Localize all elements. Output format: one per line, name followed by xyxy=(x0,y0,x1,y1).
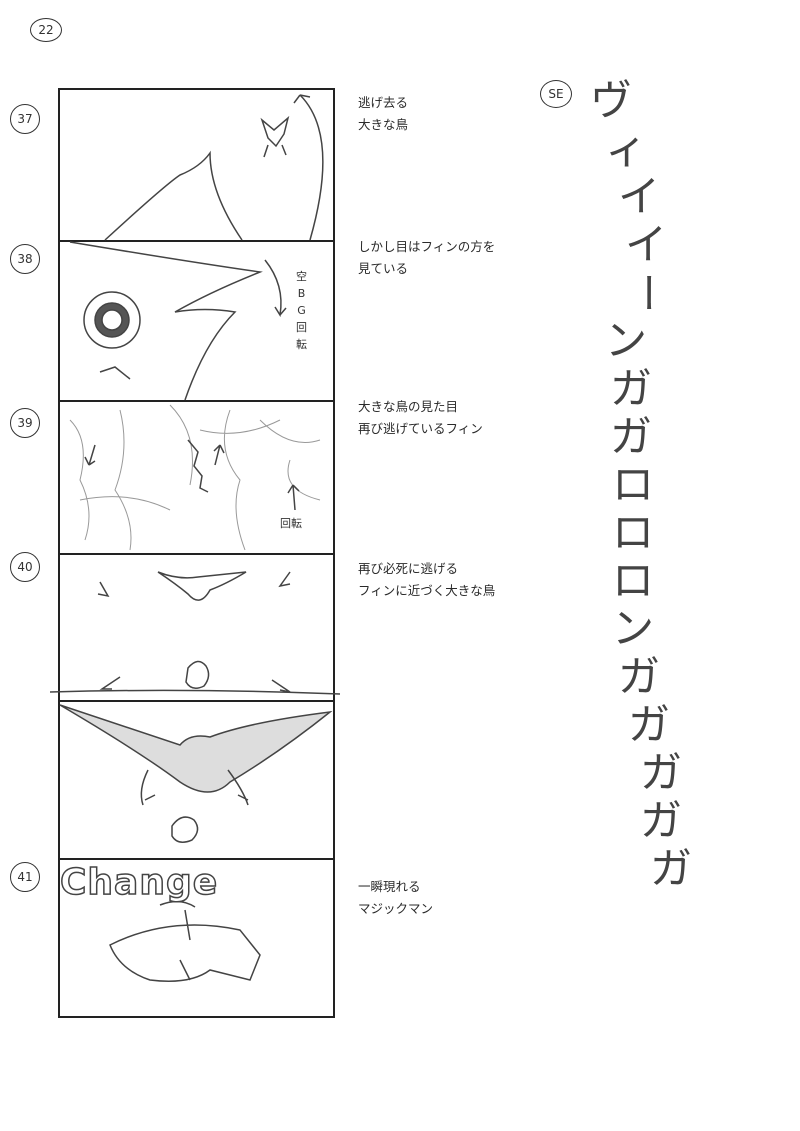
se-char: ガ xyxy=(640,796,683,845)
panel-annotation: 回転 xyxy=(280,517,302,530)
se-char: イ xyxy=(625,220,668,269)
cut-number: 39 xyxy=(10,408,40,438)
se-char: ガ xyxy=(628,700,671,749)
se-char: イ xyxy=(618,172,661,221)
cut-number: 37 xyxy=(10,104,40,134)
motion-arrow xyxy=(293,94,324,241)
se-char: ヴ xyxy=(590,76,633,125)
rotate-arrow xyxy=(264,259,287,318)
bird-head-sketch xyxy=(69,241,263,401)
bird-approaching xyxy=(157,571,247,601)
note-line: 見ている xyxy=(358,261,409,276)
panel-cut-41 xyxy=(58,858,335,1018)
ground-line xyxy=(49,689,341,695)
se-char: ガ xyxy=(650,844,693,893)
note-line: マジックマン xyxy=(358,901,434,916)
magic-man-sketch xyxy=(109,900,261,982)
note-line: 一瞬現れる xyxy=(358,879,421,894)
se-char: ー xyxy=(622,272,671,314)
fin-sketch xyxy=(187,439,209,493)
change-title: Change xyxy=(59,861,219,904)
se-char: ロ xyxy=(612,556,655,605)
cut-number: 41 xyxy=(10,862,40,892)
cut-note: しかし目はフィンの方を見ている xyxy=(358,236,495,280)
note-line: 大きな鳥の見た目 xyxy=(358,399,459,414)
se-char: ロ xyxy=(612,460,655,509)
bird-sketch xyxy=(260,115,290,158)
cut-note: 一瞬現れるマジックマン xyxy=(358,876,433,920)
big-bird-talons xyxy=(140,769,249,806)
cut-note: 大きな鳥の見た目再び逃げているフィン xyxy=(358,396,483,440)
note-line: しかし目はフィンの方を xyxy=(358,239,496,254)
se-char: ガ xyxy=(640,748,683,797)
note-line: フィンに近づく大きな鳥 xyxy=(358,583,496,598)
cut-note: 逃げ去る大きな鳥 xyxy=(358,92,408,136)
fin-small xyxy=(185,660,210,689)
motion-arrows xyxy=(97,571,291,693)
se-label: SE xyxy=(540,80,572,108)
note-line: 再び逃げているフィン xyxy=(358,421,483,436)
big-bird-head xyxy=(104,150,243,241)
se-char: ン xyxy=(605,316,648,365)
note-line: 逃げ去る xyxy=(358,95,409,110)
se-char: ガ xyxy=(618,652,661,701)
se-char: ガ xyxy=(610,364,653,413)
bird-eye xyxy=(83,291,141,349)
cut-note: 再び必死に逃げるフィンに近づく大きな鳥 xyxy=(358,558,495,602)
cut-number: 40 xyxy=(10,552,40,582)
note-line: 再び必死に逃げる xyxy=(358,561,459,576)
cut-number: 38 xyxy=(10,244,40,274)
big-bird-wings xyxy=(59,704,333,793)
motion-arrows xyxy=(84,444,300,511)
page-number: 22 xyxy=(30,18,62,42)
se-char: ン xyxy=(612,604,655,653)
note-line: 大きな鳥 xyxy=(358,117,409,132)
fin-below xyxy=(171,816,199,843)
se-char: ガ xyxy=(610,412,653,461)
se-char: ロ xyxy=(612,508,655,557)
bird-eye-pupil xyxy=(101,309,123,331)
se-char: ィ xyxy=(605,124,648,173)
